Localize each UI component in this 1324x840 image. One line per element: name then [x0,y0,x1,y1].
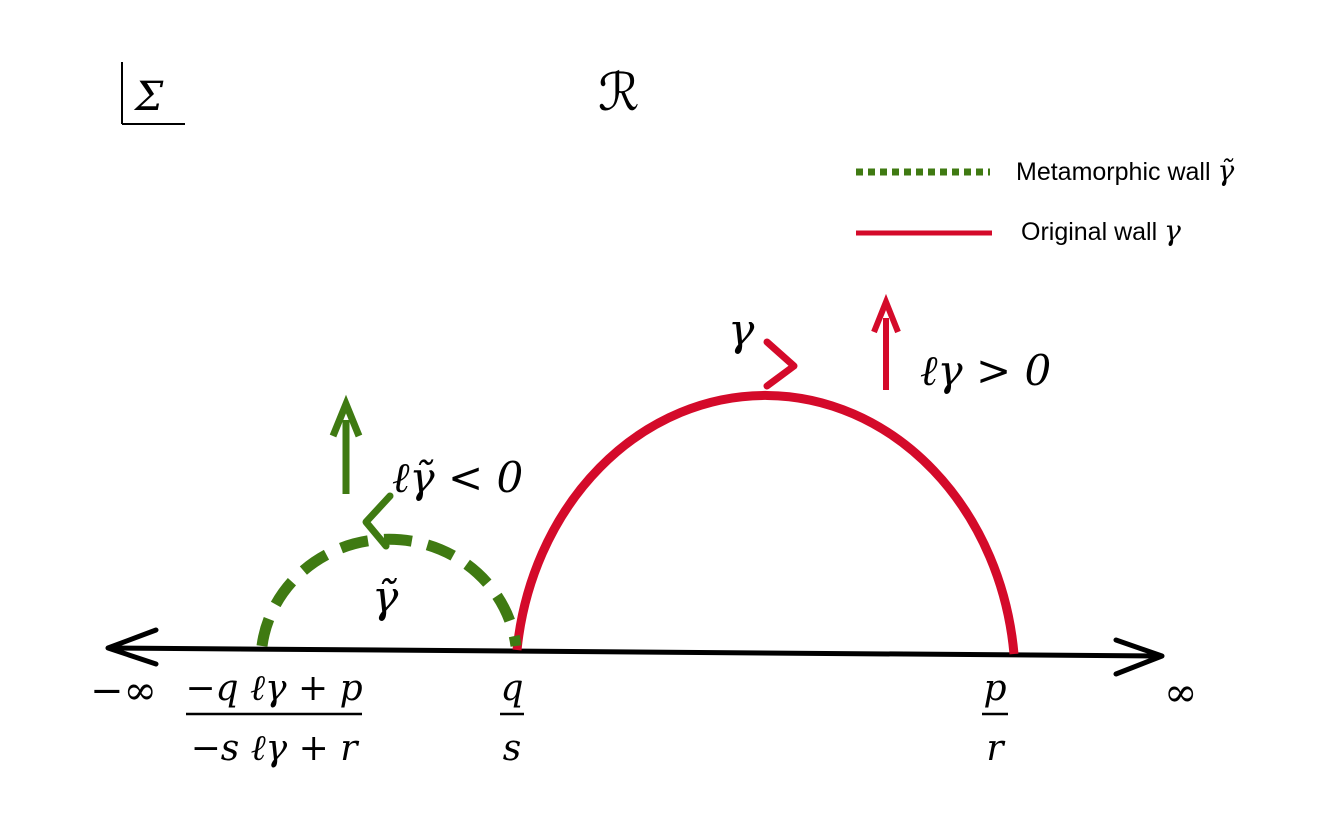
legend-original-label: Original wall γ [1021,214,1181,247]
q-over-s-denominator: s [503,728,521,769]
original-wall-slope-label: ℓγ > 0 [920,346,1051,395]
tilde-endpoint-fraction: −q ℓγ + p −s ℓγ + r [185,668,362,769]
real-axis [105,627,1165,677]
corner-sigma-box: Σ [121,62,185,125]
sigma-label: Σ [133,74,164,120]
p-over-r-denominator: r [986,728,1005,769]
metamorphic-wall-arc [256,533,522,647]
legend: Metamorphic wall γ̃ Original wall γ [856,154,1234,247]
pos-infinity-label: ∞ [1164,670,1197,716]
axis-right-arrowhead [1113,637,1165,677]
neg-infinity-label: −∞ [90,668,157,714]
legend-metamorphic-label: Metamorphic wall γ̃ [1016,154,1234,187]
q-over-s-fraction: q s [500,668,524,769]
original-wall-direction-arrow [763,338,798,390]
q-over-s-numerator: q [500,668,523,709]
metamorphic-wall-direction-arrow [362,492,394,550]
p-over-r-fraction: p r [982,668,1008,769]
tilde-endpoint-numerator: −q ℓγ + p [185,668,362,709]
metamorphic-wall-label: γ̃ [372,572,399,623]
p-over-r-numerator: p [983,668,1006,709]
axis-left-arrowhead [105,627,159,667]
original-wall [512,293,1019,655]
original-wall-arc [512,390,1019,655]
metamorphic-wall-slope-label: ℓγ̃ < 0 [392,453,523,502]
original-wall-label: γ [728,305,755,356]
tilde-endpoint-denominator: −s ℓγ + r [191,728,360,769]
region-symbol: ℛ [598,63,640,123]
metamorphic-wall [256,394,522,647]
